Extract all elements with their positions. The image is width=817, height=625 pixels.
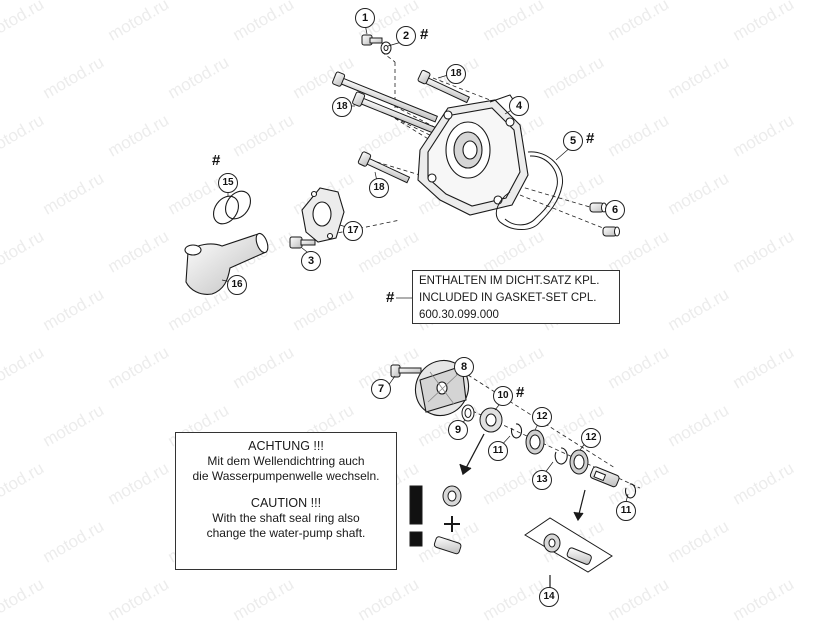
bolt-7 bbox=[390, 364, 422, 378]
warning-de-title: ACHTUNG !!! bbox=[248, 439, 324, 453]
kit-arrows bbox=[549, 489, 586, 588]
callout-2: 2 bbox=[396, 26, 416, 46]
callout-12-left: 12 bbox=[532, 407, 552, 427]
hash-marker-5: # bbox=[586, 130, 595, 147]
pump-shaft bbox=[589, 466, 620, 488]
gasket-note-line-2: INCLUDED IN GASKET-SET CPL. bbox=[419, 292, 597, 304]
callout-11-lower: 11 bbox=[616, 501, 636, 521]
dowel-pin-6-upper bbox=[589, 202, 607, 213]
warning-box: ACHTUNG !!! Mit dem Wellendichtring auch… bbox=[175, 432, 397, 570]
bolt-18-long-upper bbox=[332, 71, 439, 123]
callout-17: 17 bbox=[343, 221, 363, 241]
seal-ring-9 bbox=[461, 404, 475, 422]
callout-18-upper-right: 18 bbox=[446, 64, 466, 84]
bolt-1 bbox=[361, 34, 383, 46]
gasket-note-line-1: ENTHALTEN IM DICHT.SATZ KPL. bbox=[419, 275, 600, 287]
gasket-17 bbox=[301, 187, 345, 243]
bearing-12-left bbox=[525, 429, 545, 455]
dowel-pin-6-lower bbox=[602, 226, 620, 237]
callout-11-upper: 11 bbox=[488, 441, 508, 461]
washer-2 bbox=[380, 41, 392, 55]
callout-13: 13 bbox=[532, 470, 552, 490]
callout-10: 10 bbox=[493, 386, 513, 406]
callout-16: 16 bbox=[227, 275, 247, 295]
callout-5: 5 bbox=[563, 131, 583, 151]
elbow-pipe-16 bbox=[184, 232, 269, 295]
hash-marker-10: # bbox=[516, 384, 525, 401]
callout-15: 15 bbox=[218, 173, 238, 193]
warning-arrow bbox=[459, 433, 485, 476]
repair-kit-14 bbox=[524, 517, 613, 573]
circlip-11-lower bbox=[625, 483, 637, 499]
shaft-seal-10 bbox=[479, 407, 503, 433]
warning-illustration bbox=[409, 485, 462, 555]
callout-12-right: 12 bbox=[581, 428, 601, 448]
hash-marker-2: # bbox=[420, 26, 429, 43]
bearing-12-right bbox=[569, 449, 589, 475]
hash-marker-15: # bbox=[212, 152, 221, 169]
callout-9: 9 bbox=[448, 420, 468, 440]
bolt-18-lower bbox=[357, 151, 411, 184]
callout-18-left: 18 bbox=[332, 97, 352, 117]
warning-de-line-2: die Wasserpumpenwelle wechseln. bbox=[192, 469, 380, 483]
callout-6: 6 bbox=[605, 200, 625, 220]
callout-7: 7 bbox=[371, 379, 391, 399]
warning-en-line-1: With the shaft seal ring also bbox=[212, 511, 360, 525]
warning-en-title: CAUTION !!! bbox=[250, 496, 322, 510]
callout-18-lower: 18 bbox=[369, 178, 389, 198]
warning-de-line-1: Mit dem Wellendichtring auch bbox=[207, 454, 365, 468]
callout-14: 14 bbox=[539, 587, 559, 607]
bolt-18-upper-right bbox=[417, 69, 470, 104]
callout-3: 3 bbox=[301, 251, 321, 271]
hash-marker-note: # bbox=[386, 289, 395, 306]
callout-4: 4 bbox=[509, 96, 529, 116]
gasket-note-line-3: 600.30.099.000 bbox=[419, 309, 499, 321]
callout-1: 1 bbox=[355, 8, 375, 28]
gasket-set-note: ENTHALTEN IM DICHT.SATZ KPL. INCLUDED IN… bbox=[412, 270, 620, 324]
callout-8: 8 bbox=[454, 357, 474, 377]
o-rings-15 bbox=[212, 190, 252, 225]
water-pump-cover-4 bbox=[417, 94, 529, 216]
bolt-3 bbox=[289, 236, 316, 249]
warning-en-line-2: change the water-pump shaft. bbox=[206, 526, 366, 540]
circlip-11-upper bbox=[511, 423, 523, 439]
gasket-5 bbox=[495, 151, 564, 230]
impeller-8 bbox=[414, 359, 470, 417]
circlip-13 bbox=[554, 447, 568, 465]
